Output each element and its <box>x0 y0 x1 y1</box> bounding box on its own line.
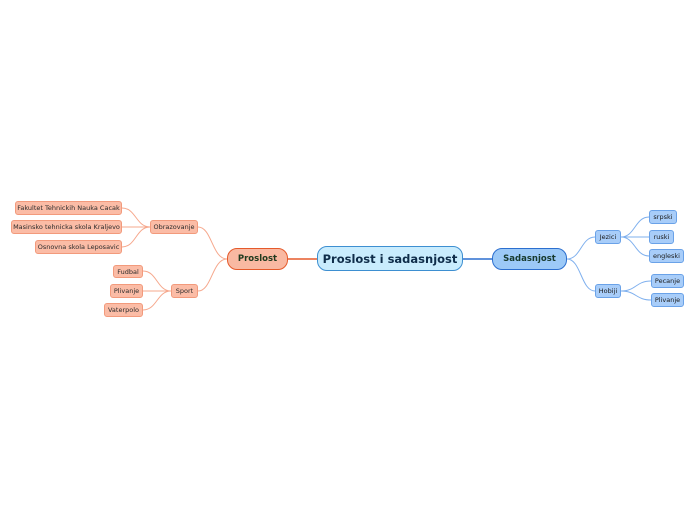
leaf-masinsko[interactable]: Masinsko tehnicka skola Kraljevo <box>11 220 122 234</box>
subtopic-obrazovanje[interactable]: Obrazovanje <box>150 220 198 234</box>
leaf-osnovna[interactable]: Osnovna skola Leposavic <box>35 240 122 254</box>
leaf-engleski[interactable]: engleski <box>649 249 684 263</box>
leaf-plivanje-right[interactable]: Plivanje <box>651 293 684 307</box>
central-topic[interactable]: Proslost i sadasnjost <box>317 246 463 271</box>
main-topic-sadasnjost[interactable]: Sadasnjost <box>492 248 567 270</box>
leaf-srpski[interactable]: srpski <box>649 210 677 224</box>
leaf-fakultet[interactable]: Fakultet Tehnickih Nauka Cacak <box>15 201 122 215</box>
main-topic-proslost[interactable]: Proslost <box>227 248 288 270</box>
leaf-plivanje-left[interactable]: Plivanje <box>110 284 143 298</box>
subtopic-sport[interactable]: Sport <box>171 284 198 298</box>
leaf-vaterpolo[interactable]: Vaterpolo <box>104 303 143 317</box>
subtopic-hobiji[interactable]: Hobiji <box>595 284 621 298</box>
subtopic-jezici[interactable]: Jezici <box>595 230 621 244</box>
leaf-ruski[interactable]: ruski <box>649 230 674 244</box>
leaf-fudbal[interactable]: Fudbal <box>113 265 143 278</box>
leaf-pecanje[interactable]: Pecanje <box>651 274 684 288</box>
